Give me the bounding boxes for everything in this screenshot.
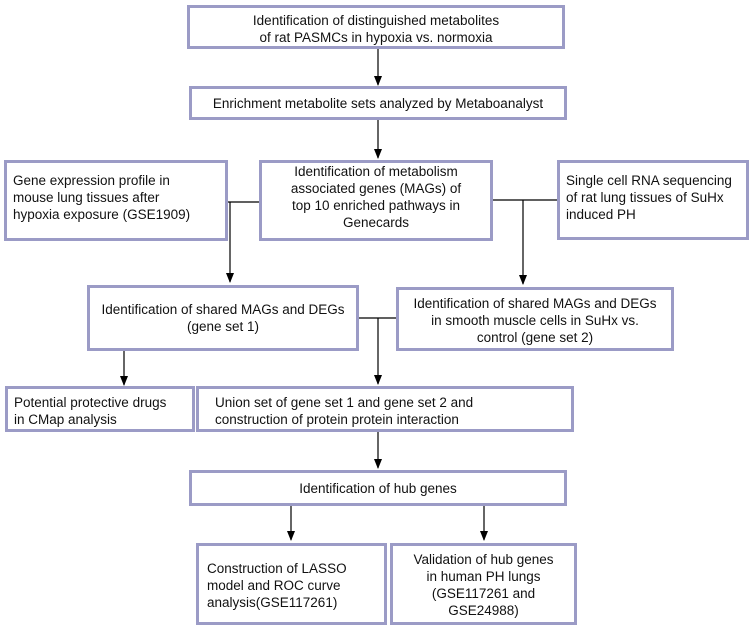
box-hub-genes: Identification of hub genes: [189, 470, 567, 506]
box-gene-expression-profile: Gene expression profile in mouse lung ti…: [4, 160, 228, 241]
box-validation-hub-genes: Validation of hub genes in human PH lung…: [390, 543, 577, 625]
box-union-set-ppi: Union set of gene set 1 and gene set 2 a…: [196, 386, 574, 432]
box-protective-drugs: Potential protective drugs in CMap analy…: [5, 386, 195, 432]
box-gene-set-1: Identification of shared MAGs and DEGs (…: [87, 285, 359, 351]
box-single-cell-rna-seq: Single cell RNA sequencing of rat lung t…: [557, 160, 749, 240]
box-lasso-roc: Construction of LASSO model and ROC curv…: [196, 543, 387, 625]
box-metabolism-associated-genes: Identification of metabolism associated …: [259, 160, 493, 241]
box-distinguished-metabolites: Identification of distinguished metaboli…: [187, 5, 565, 49]
box-enrichment-metabolite-sets: Enrichment metabolite sets analyzed by M…: [189, 86, 567, 120]
box-gene-set-2: Identification of shared MAGs and DEGs i…: [396, 287, 674, 351]
